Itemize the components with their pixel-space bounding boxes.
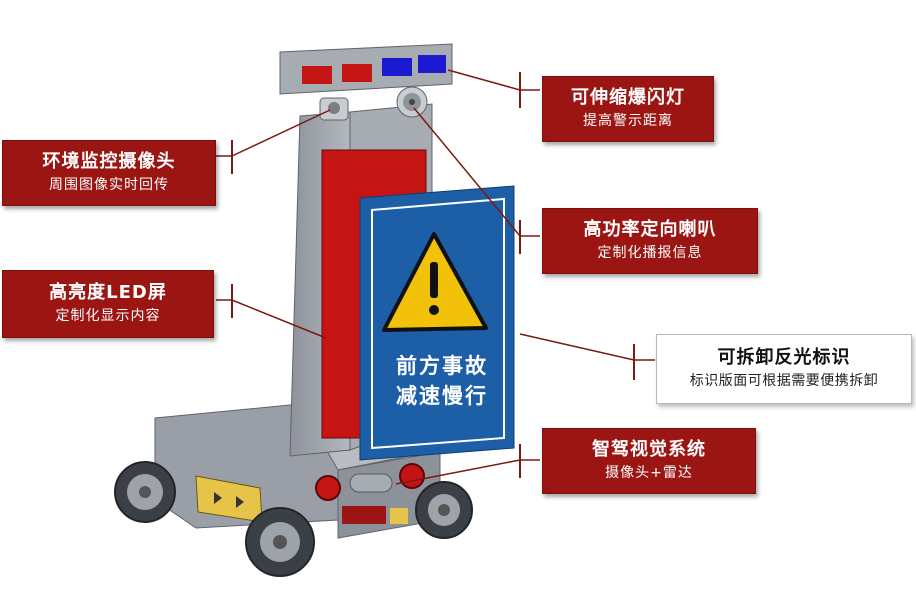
front-light-left — [315, 475, 341, 501]
callout-reflective-sign-subtitle: 标识版面可根据需要便携拆卸 — [689, 373, 879, 389]
callout-vision-system: 智驾视觉系统 摄像头+雷达 — [542, 428, 756, 494]
callout-vision-system-subtitle: 摄像头+雷达 — [605, 465, 693, 481]
wheel-front-right — [415, 481, 473, 539]
callout-flash-light-subtitle: 提高警示距离 — [583, 113, 673, 129]
front-light-right — [399, 463, 425, 489]
callout-reflective-sign-title: 可拆卸反光标识 — [717, 347, 851, 368]
callout-speaker-title: 高功率定向喇叭 — [583, 219, 717, 240]
directional-speaker — [396, 86, 428, 118]
callout-led-screen: 高亮度LED屏 定制化显示内容 — [2, 270, 214, 338]
callout-reflective-sign: 可拆卸反光标识 标识版面可根据需要便携拆卸 — [656, 334, 912, 404]
flash-beacon-bar — [279, 43, 453, 95]
callout-camera: 环境监控摄像头 周围图像实时回传 — [2, 140, 216, 206]
wheel-rear-left — [114, 461, 176, 523]
warning-triangle-icon — [382, 232, 488, 332]
reflective-sign-panel — [359, 185, 515, 461]
vision-camera — [349, 473, 393, 493]
callout-flash-light-title: 可伸缩爆闪灯 — [571, 87, 685, 108]
monitor-camera — [319, 97, 349, 121]
callout-led-screen-title: 高亮度LED屏 — [49, 282, 167, 303]
callout-speaker: 高功率定向喇叭 定制化播报信息 — [542, 208, 758, 274]
callout-flash-light: 可伸缩爆闪灯 提高警示距离 — [542, 76, 714, 142]
callout-speaker-subtitle: 定制化播报信息 — [597, 245, 703, 261]
leader-lines — [216, 69, 655, 485]
callout-camera-subtitle: 周围图像实时回传 — [49, 177, 169, 193]
wheel-front-left — [245, 507, 315, 577]
sign-line-1: 前方事故 — [396, 354, 488, 378]
callout-led-screen-subtitle: 定制化显示内容 — [55, 308, 161, 324]
sign-line-2: 减速慢行 — [396, 384, 488, 408]
leader-flash-light — [447, 69, 540, 91]
callout-vision-system-title: 智驾视觉系统 — [592, 439, 706, 460]
callout-camera-title: 环境监控摄像头 — [42, 151, 176, 172]
